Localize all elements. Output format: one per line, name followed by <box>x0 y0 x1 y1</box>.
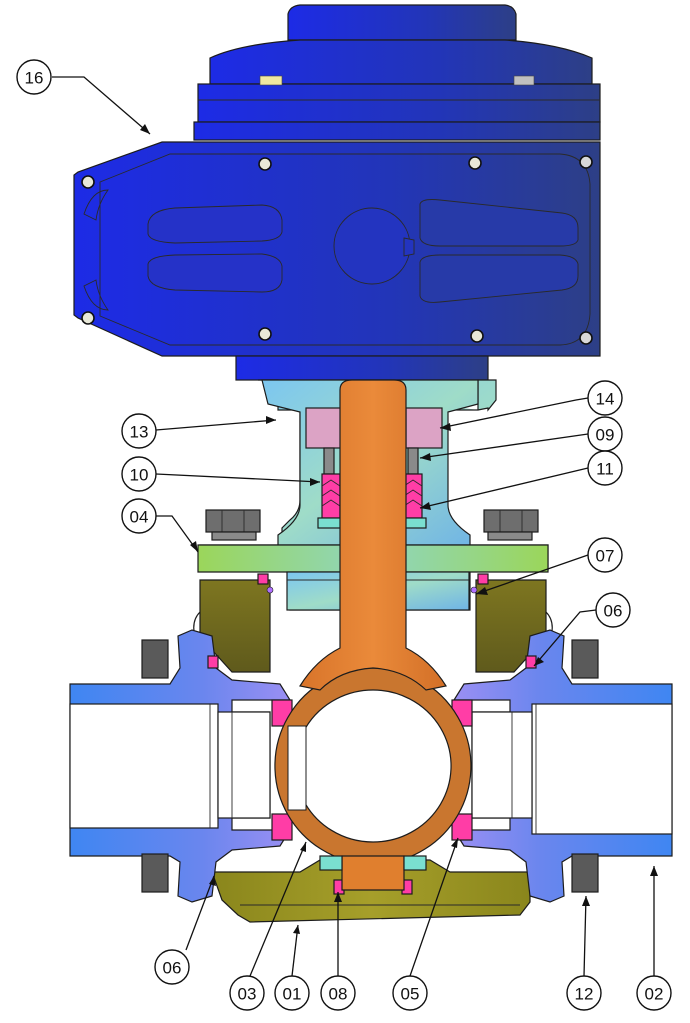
gland-nut <box>305 407 443 449</box>
callout-03: 03 <box>229 975 265 1011</box>
callout-11-label: 11 <box>596 460 614 479</box>
callout-14-label: 14 <box>596 390 615 409</box>
callout-05-label: 05 <box>401 985 420 1004</box>
callout-11: 11 <box>587 450 623 486</box>
callout-13-label: 13 <box>130 423 149 442</box>
callout-02-label: 02 <box>645 985 664 1004</box>
callout-13: 13 <box>121 413 157 449</box>
callout-12-label: 12 <box>575 985 594 1004</box>
stem-packing <box>317 473 427 529</box>
flange-bolts <box>205 509 539 541</box>
callout-08: 08 <box>320 975 356 1011</box>
leader-lines <box>52 76 658 977</box>
actuator <box>73 4 601 381</box>
callout-09: 09 <box>587 416 623 452</box>
left-end-cap <box>69 629 292 903</box>
callouts: 16 13 14 09 10 11 04 07 06 06 03 01 08 0… <box>16 59 672 1011</box>
right-end-cap <box>452 629 673 903</box>
callout-06-right-label: 06 <box>604 602 623 621</box>
actuator-screws <box>81 155 593 345</box>
callout-12: 12 <box>566 975 602 1011</box>
valve-stem <box>299 379 447 891</box>
callout-16: 16 <box>16 59 52 95</box>
callout-10-label: 10 <box>130 466 149 485</box>
callout-06-left: 06 <box>154 949 190 985</box>
ball <box>274 667 472 865</box>
callout-10: 10 <box>121 456 157 492</box>
callout-04-label: 04 <box>130 508 149 527</box>
callout-14: 14 <box>587 380 623 416</box>
callout-02: 02 <box>636 975 672 1011</box>
indicator-grey <box>513 75 535 86</box>
callout-07: 07 <box>587 537 623 573</box>
callout-08-label: 08 <box>329 985 348 1004</box>
callout-04: 04 <box>121 498 157 534</box>
callout-03-label: 03 <box>238 985 257 1004</box>
callout-06-right: 06 <box>595 592 631 628</box>
callout-01-label: 01 <box>283 985 302 1004</box>
callout-06-left-label: 06 <box>163 959 182 978</box>
callout-05: 05 <box>392 975 428 1011</box>
callout-09-label: 09 <box>596 426 615 445</box>
callout-16-label: 16 <box>25 69 44 88</box>
callout-07-label: 07 <box>596 547 615 566</box>
callout-01: 01 <box>274 975 310 1011</box>
indicator-yellow <box>259 75 283 86</box>
